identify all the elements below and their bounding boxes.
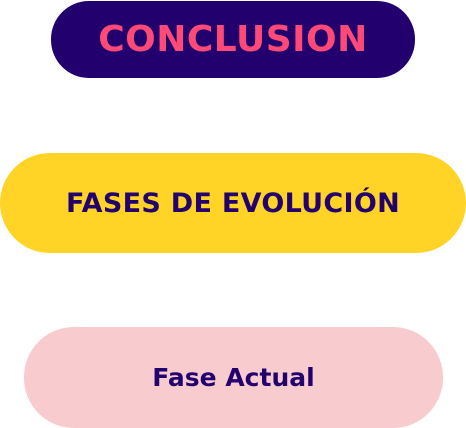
fases-de-evolucion-button[interactable]: FASES DE EVOLUCIÓN — [0, 153, 466, 253]
conclusion-button[interactable]: CONCLUSION — [51, 1, 415, 78]
fase-actual-button[interactable]: Fase Actual — [24, 327, 443, 428]
fase-actual-button-label: Fase Actual — [152, 363, 315, 392]
fases-de-evolucion-button-label: FASES DE EVOLUCIÓN — [65, 187, 401, 219]
conclusion-button-label: CONCLUSION — [98, 19, 368, 60]
